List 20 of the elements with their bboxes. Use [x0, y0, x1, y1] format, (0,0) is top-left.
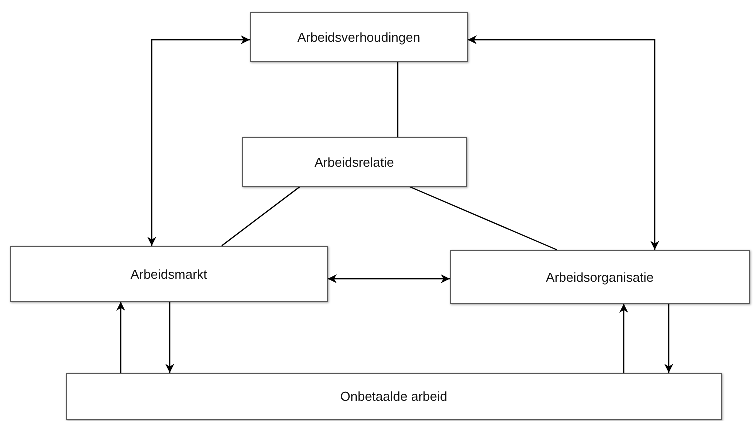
box-label: Onbetaalde arbeid — [340, 389, 448, 404]
arrow — [468, 36, 660, 250]
arrow — [148, 36, 250, 246]
arrow — [620, 304, 628, 373]
arrow — [116, 302, 126, 373]
box-label: Arbeidsmarkt — [130, 266, 208, 282]
process-box — [242, 137, 467, 187]
process-box — [10, 246, 328, 302]
process-box — [250, 12, 468, 62]
process-box — [66, 373, 722, 420]
arrow — [166, 302, 174, 373]
box-label: Arbeidsverhoudingen — [298, 30, 420, 44]
box-label: Arbeidsorganisatie — [546, 270, 654, 284]
arrow — [328, 274, 450, 284]
connector-line — [222, 186, 300, 246]
connector-line — [397, 62, 399, 137]
box-label: Arbeidsrelatie — [314, 154, 394, 170]
process-box — [450, 250, 750, 304]
connector-line — [410, 186, 558, 251]
arrow — [664, 304, 674, 373]
